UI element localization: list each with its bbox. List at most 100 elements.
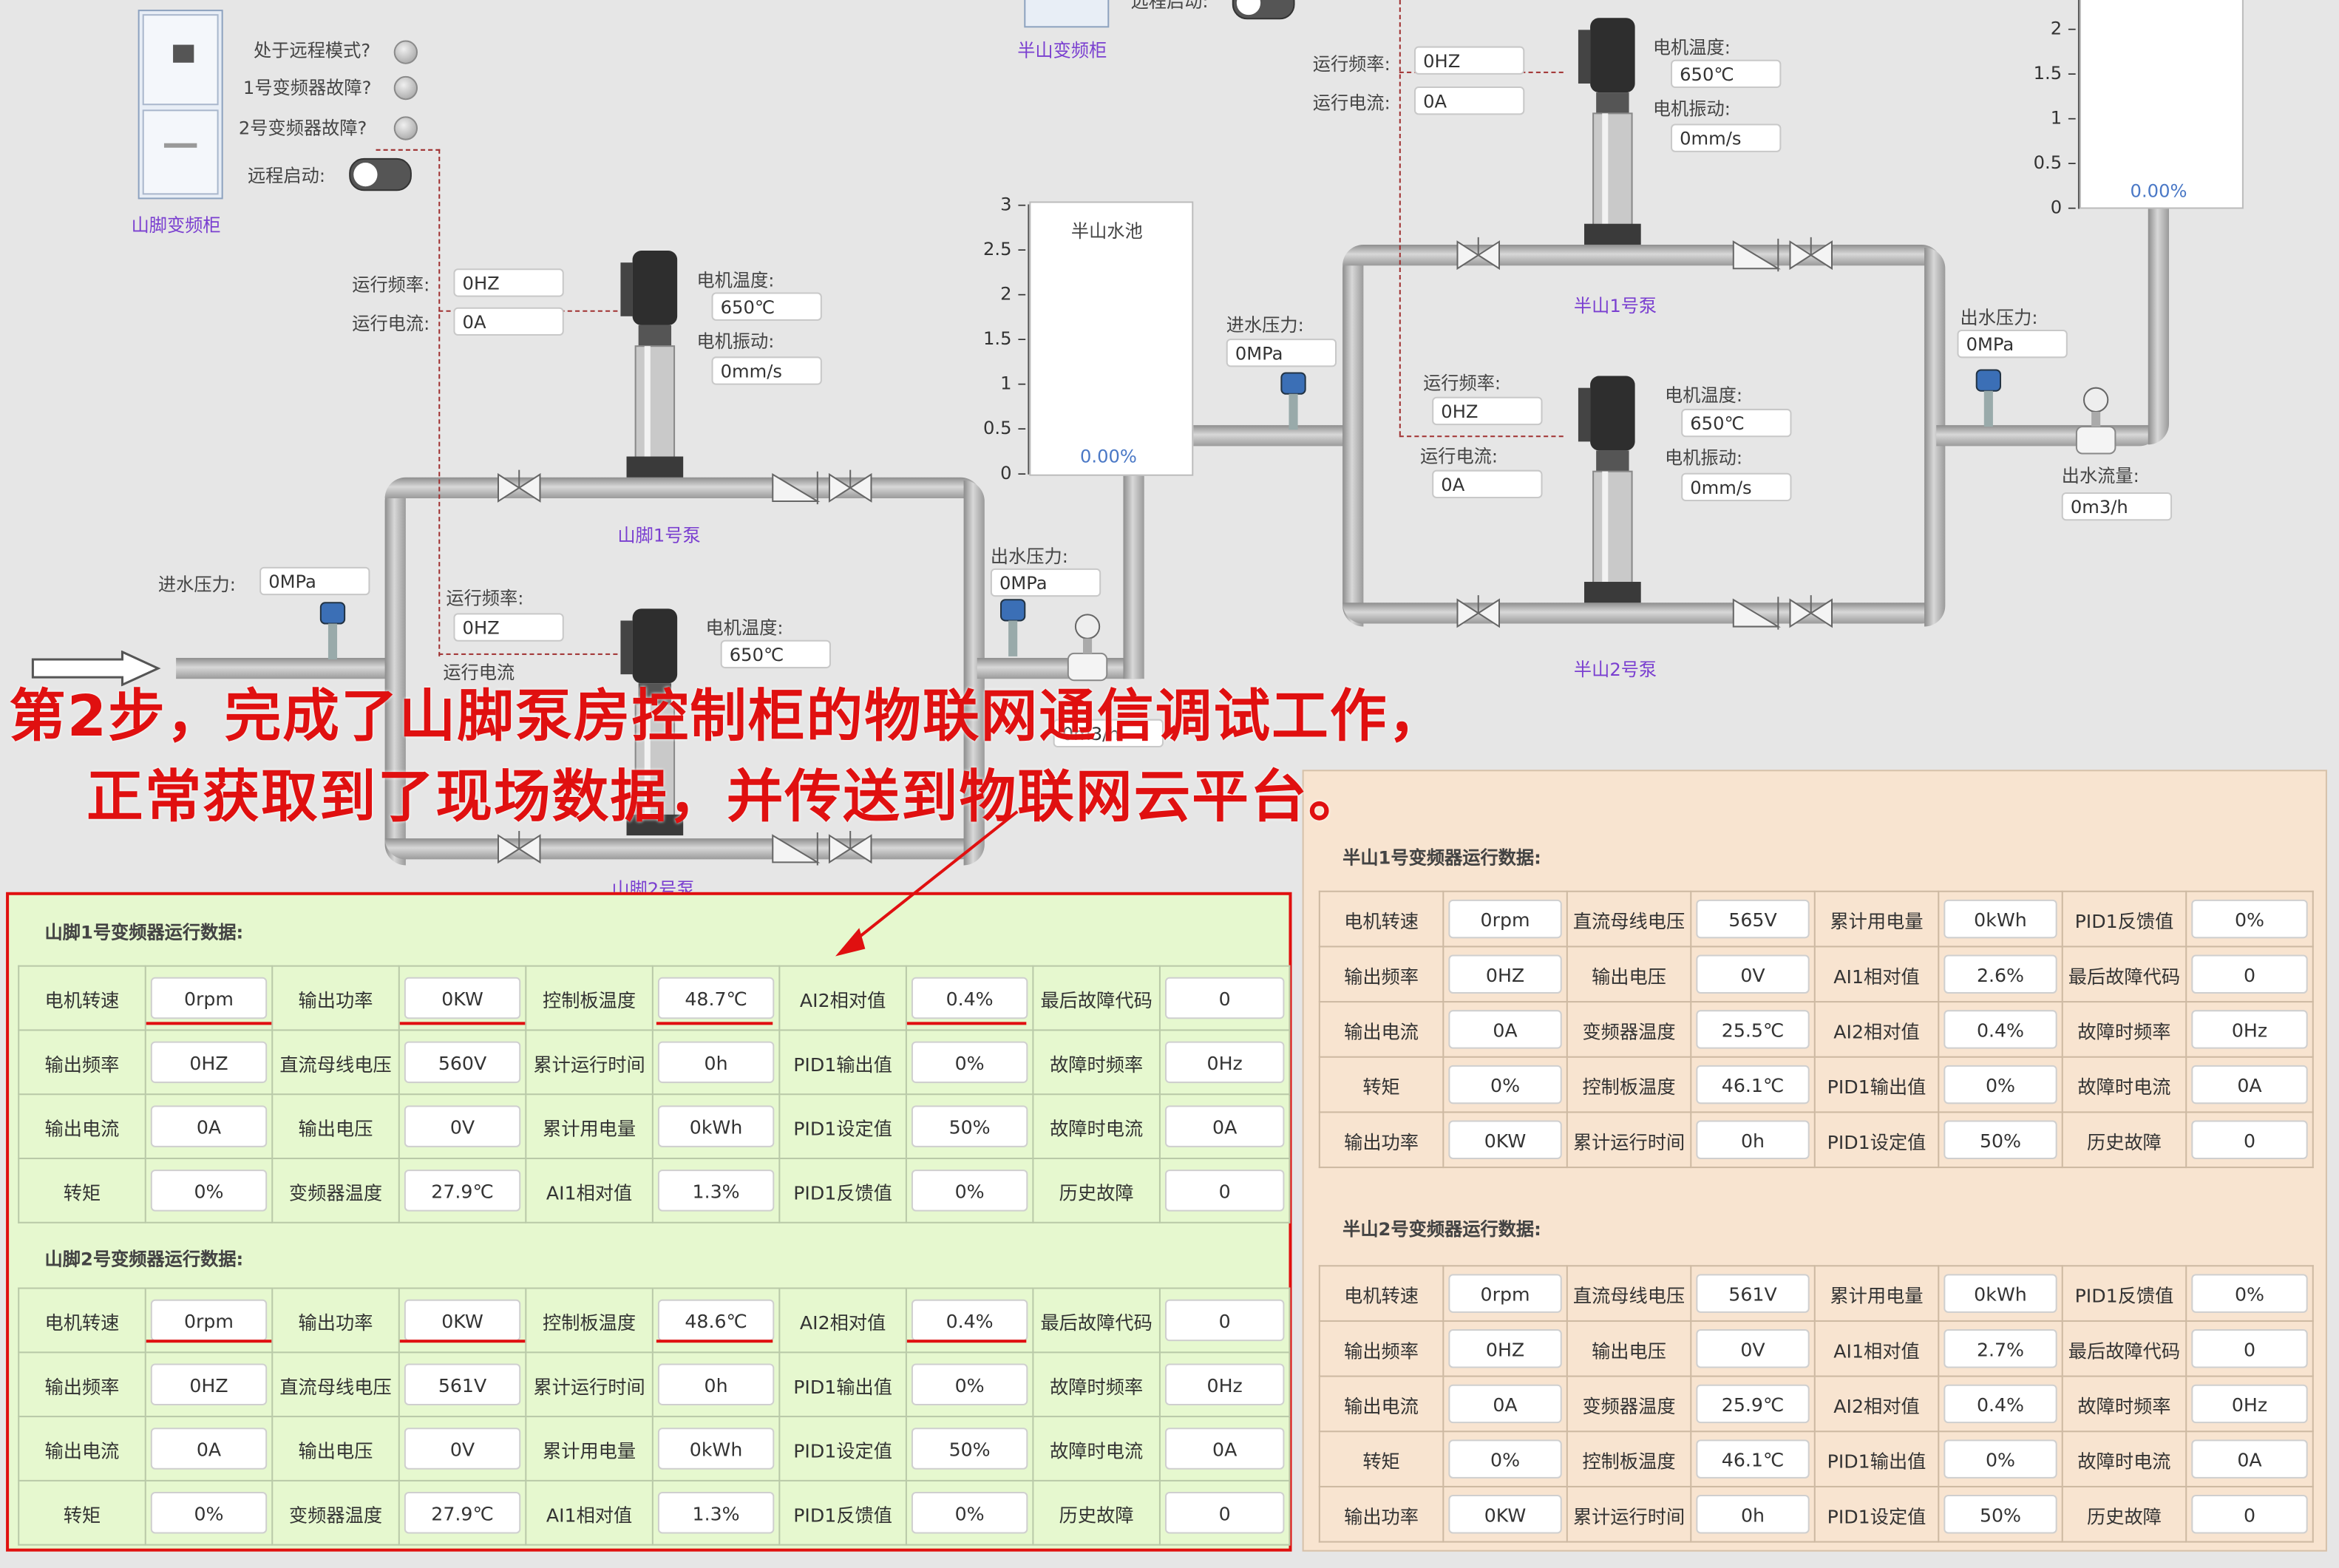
param-label: 转矩 (1318, 1430, 1445, 1487)
param-value: 0.4% (1943, 1010, 2057, 1049)
panel-title: 山脚1号变频器运行数据: (44, 922, 244, 943)
pressure-transmitter-icon (1280, 372, 1306, 430)
cabinet-name: 山脚变频柜 (131, 214, 221, 236)
banshan-tank (1029, 201, 1194, 476)
motor-vib-label: 电机振动: (1652, 98, 1731, 120)
param-value: 0KW (404, 977, 521, 1019)
param-value: 0 (1164, 1491, 1285, 1534)
param-value: 2.6% (1943, 954, 2057, 994)
vfd2-fault-label: 2号变频器故障? (238, 118, 367, 139)
param-label: 最后故障代码 (1032, 1287, 1161, 1354)
param-label: 转矩 (1318, 1056, 1445, 1113)
param-label: 累计用电量 (1813, 890, 1940, 948)
param-cell: 0 (2185, 946, 2314, 1003)
annotation-line-1: 第2步，完成了山脚泵房控制柜的物联网通信调试工作， (9, 683, 1447, 750)
param-label: AI1相对值 (1813, 1320, 1940, 1377)
param-value: 0% (1943, 1065, 2057, 1104)
param-cell: 46.1℃ (1690, 1056, 1816, 1113)
param-label: 直流母线电压 (1566, 890, 1692, 948)
param-value: 0HZ (150, 1363, 268, 1405)
pipe (977, 657, 1141, 679)
param-label: 输出电压 (271, 1416, 400, 1482)
highlight-underline (656, 1022, 773, 1025)
param-value: 2.7% (1943, 1329, 2057, 1368)
check-valve-icon (1732, 597, 1781, 630)
param-cell: 0kWh (1938, 890, 2063, 948)
param-cell: 0A (2185, 1430, 2314, 1487)
param-value: 50% (911, 1105, 1028, 1147)
remote-start-toggle[interactable] (349, 157, 412, 191)
param-label: 累计用电量 (525, 1093, 654, 1159)
param-value: 0rpm (1448, 899, 1562, 939)
param-cell: 2.7% (1938, 1320, 2063, 1377)
param-value: 0HZ (1448, 954, 1562, 994)
param-value: 0Hz (2191, 1384, 2308, 1424)
param-value: 0h (1696, 1495, 1810, 1534)
param-cell: 25.5℃ (1690, 1001, 1816, 1058)
pump-name: 半山2号泵 (1573, 659, 1657, 681)
axis-tick-label: 1 – (2050, 107, 2077, 129)
param-value: 0 (2191, 954, 2308, 994)
param-cell: 27.9℃ (398, 1157, 527, 1223)
param-cell: 0.4% (1938, 1375, 2063, 1433)
pump-icon (1578, 18, 1641, 245)
param-cell: 0% (2185, 1265, 2314, 1322)
param-cell: 0V (1690, 946, 1816, 1003)
param-value: 0% (2191, 1274, 2308, 1313)
pipe (1342, 247, 1364, 627)
param-label: 累计运行时间 (525, 1351, 654, 1418)
outlet-pressure-value: 0MPa (990, 568, 1101, 597)
param-cell: 2.6% (1938, 946, 2063, 1003)
param-value: 0V (404, 1105, 521, 1147)
param-value: 0A (1448, 1010, 1562, 1049)
param-value: 0A (150, 1428, 268, 1470)
param-value: 0h (657, 1363, 775, 1405)
vfd1-fault-label: 1号变频器故障? (242, 77, 372, 99)
param-label: 输出频率 (1318, 946, 1445, 1003)
check-valve-icon (772, 471, 821, 505)
param-cell: 0% (905, 1351, 1034, 1418)
param-value: 0rpm (150, 1299, 268, 1342)
param-label: 输出电流 (18, 1093, 146, 1159)
param-cell: 0% (1442, 1430, 1568, 1487)
param-label: 变频器温度 (271, 1157, 400, 1223)
panel-title: 半山1号变频器运行数据: (1342, 847, 1541, 869)
param-label: 故障时电流 (2061, 1056, 2187, 1113)
param-label: PID1输出值 (778, 1351, 907, 1418)
param-cell: 0KW (398, 1287, 527, 1354)
param-label: 最后故障代码 (2061, 1320, 2187, 1377)
param-cell: 48.6℃ (651, 1287, 781, 1354)
param-cell: 50% (1938, 1111, 2063, 1169)
param-label: PID1设定值 (1813, 1111, 1940, 1169)
param-label: PID1反馈值 (2061, 1265, 2187, 1322)
highlight-underline (906, 1022, 1027, 1025)
outlet-pressure-label: 出水压力: (1960, 307, 2038, 328)
remote-start-toggle[interactable] (1232, 0, 1295, 20)
param-label: 故障时频率 (2061, 1375, 2187, 1433)
motor-vib-label: 电机振动: (1664, 447, 1743, 469)
param-label: AI1相对值 (525, 1479, 654, 1546)
param-value: 50% (1943, 1495, 2057, 1534)
param-label: 输出功率 (1318, 1111, 1445, 1169)
param-cell: 0% (1442, 1056, 1568, 1113)
pump-icon (1578, 376, 1641, 603)
axis-tick-label: 3 – (1000, 194, 1027, 215)
param-label: 直流母线电压 (271, 1351, 400, 1418)
highlight-underline (146, 1340, 272, 1343)
param-cell: 0A (1442, 1375, 1568, 1433)
param-value: 0rpm (1448, 1274, 1562, 1313)
param-value: 0.4% (911, 977, 1028, 1019)
outlet-flow-label: 出水流量: (2061, 465, 2139, 486)
param-label: 输出电压 (1566, 1320, 1692, 1377)
motor-vib-value: 0mm/s (1671, 123, 1782, 152)
param-cell: 0.4% (1938, 1001, 2063, 1058)
param-label: 历史故障 (2061, 1111, 2187, 1169)
param-cell: 0kWh (651, 1416, 781, 1482)
